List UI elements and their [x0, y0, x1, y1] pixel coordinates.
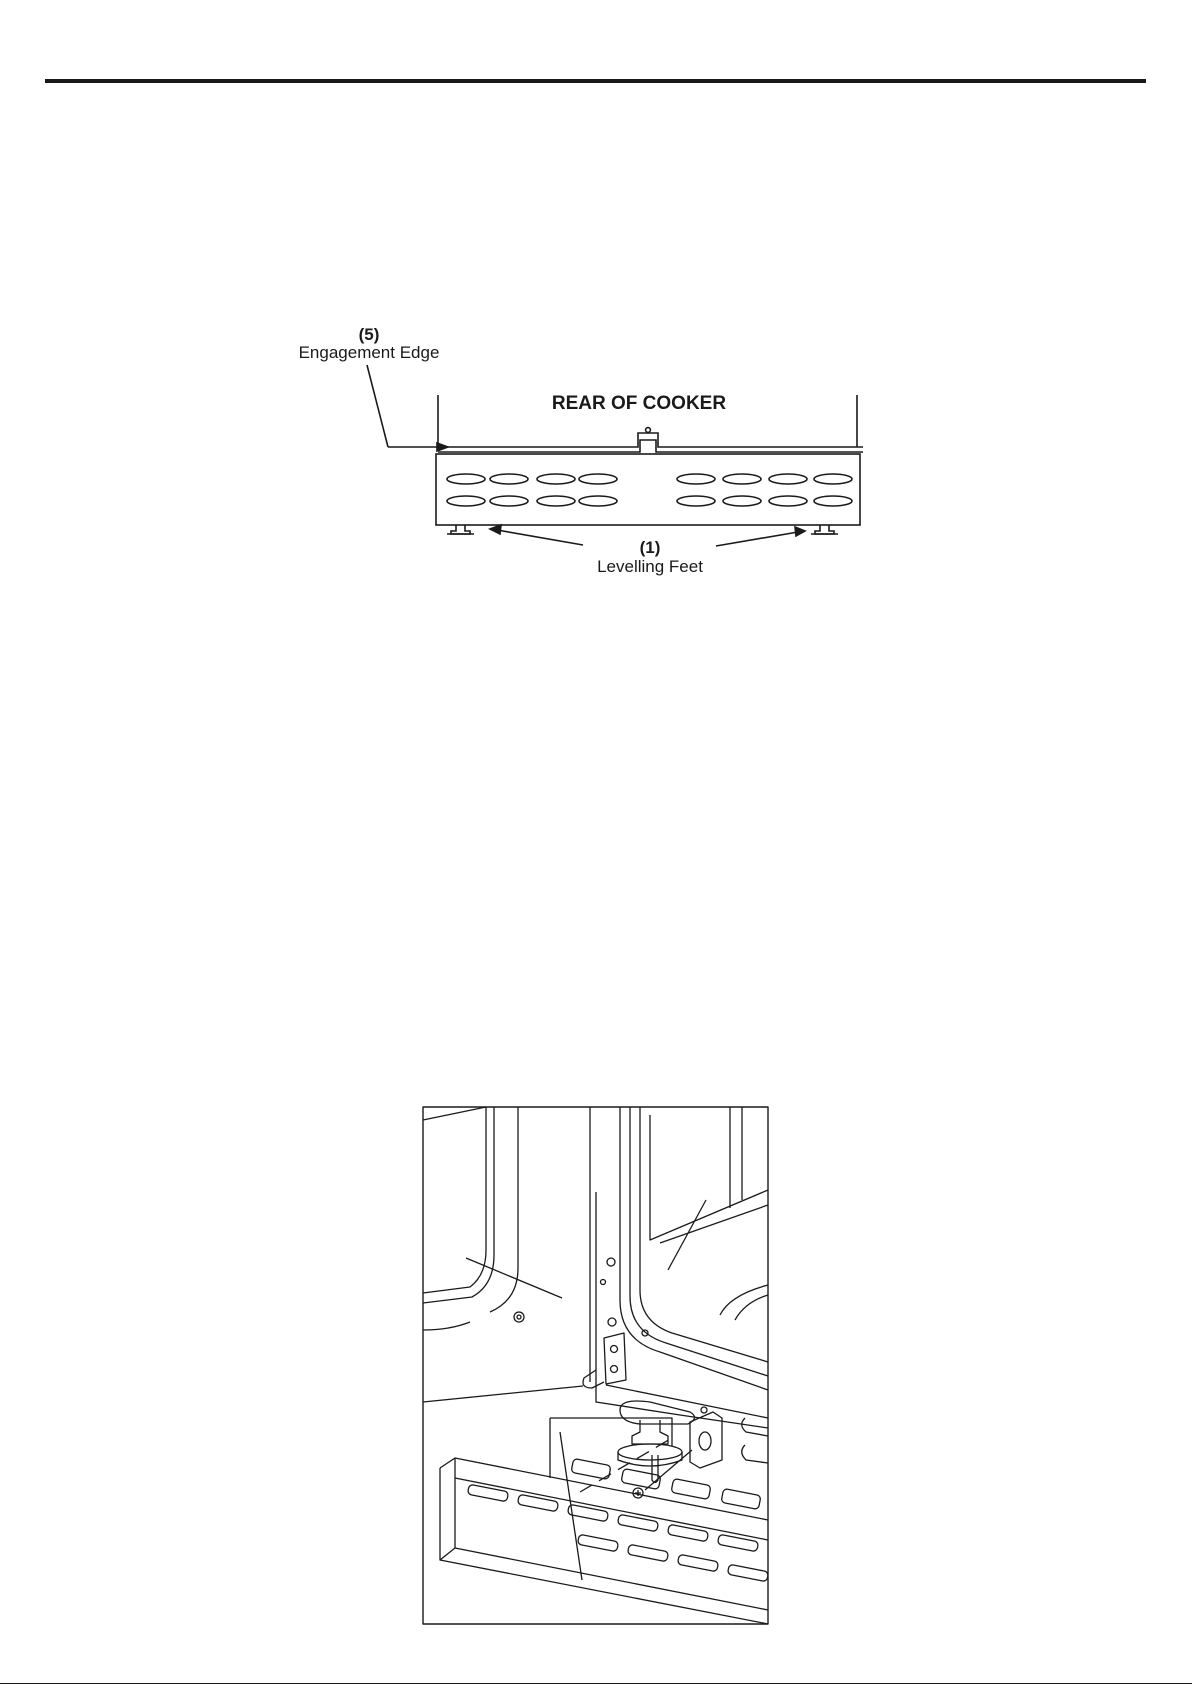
page-footer-rule: [0, 1683, 1192, 1684]
